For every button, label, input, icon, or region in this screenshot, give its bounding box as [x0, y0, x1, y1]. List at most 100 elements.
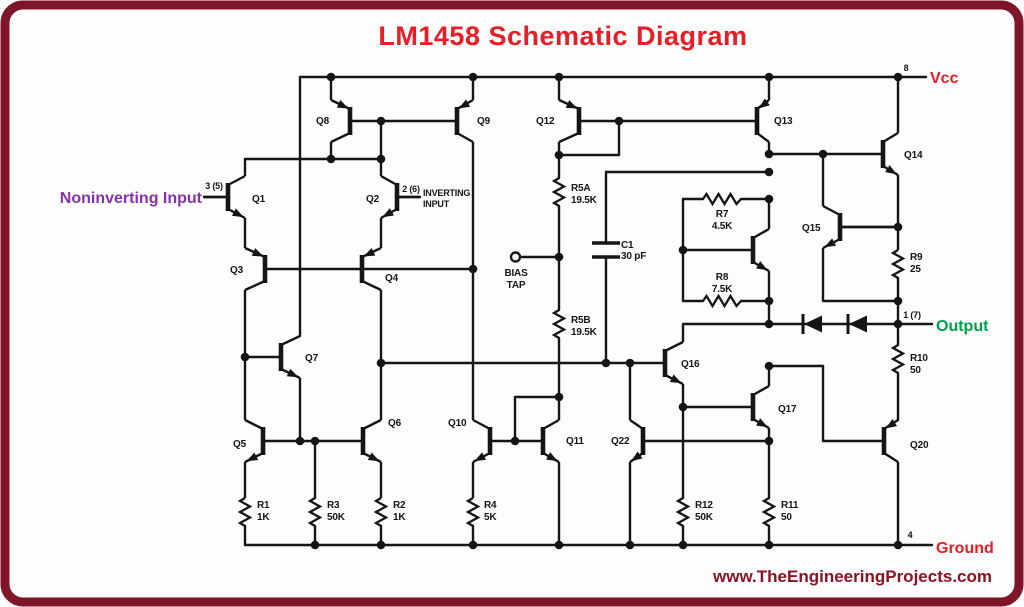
- q13-label: Q13: [774, 116, 793, 127]
- resistor: [702, 191, 742, 207]
- emitter-arrow: [246, 452, 259, 462]
- emitter-arrow: [336, 99, 349, 109]
- r2-name: R2: [393, 500, 406, 511]
- q14-label: Q14: [904, 150, 923, 161]
- emitter-arrow: [474, 452, 487, 462]
- r5b-name: R5B: [571, 315, 590, 326]
- emitter-arrow: [546, 452, 558, 462]
- lead: [542, 418, 560, 431]
- junction-dot: [764, 72, 774, 82]
- q2-label: Q2: [366, 194, 380, 205]
- q12-label: Q12: [536, 116, 555, 127]
- r8-name: R8: [716, 272, 729, 283]
- resistor: [307, 497, 323, 527]
- q8-label: Q8: [316, 116, 330, 127]
- q20-label: Q20: [910, 440, 929, 451]
- r12-name: R12: [695, 500, 713, 511]
- junction-dot: [295, 436, 305, 446]
- emitter-arrow: [382, 208, 394, 218]
- lead: [822, 204, 841, 217]
- junction-dot: [240, 352, 250, 362]
- junction-dot: [554, 252, 564, 262]
- lead: [244, 279, 266, 292]
- emitter-arrow: [367, 452, 380, 462]
- transistor-q18: [750, 199, 771, 301]
- transistor-q13: [754, 77, 771, 154]
- junction-dot: [326, 72, 336, 82]
- r4-name: R4: [484, 500, 497, 511]
- lead: [472, 418, 491, 431]
- junction-dot: [764, 149, 774, 159]
- bias-tap-label-line1: BIAS: [504, 268, 528, 279]
- resistor: [890, 249, 906, 279]
- resistor: [551, 309, 567, 339]
- junction-dot: [764, 436, 774, 446]
- junction-dot: [625, 540, 635, 550]
- junction-dot: [376, 358, 386, 368]
- r11-name: R11: [781, 500, 799, 511]
- junction-dot: [893, 540, 903, 550]
- emitter-arrow: [231, 208, 244, 218]
- lead: [752, 227, 770, 240]
- junction-dot: [468, 540, 478, 550]
- transistor-q14: [880, 77, 900, 250]
- bias-tap-label-line2: TAP: [507, 280, 526, 291]
- lead: [456, 131, 474, 144]
- junction-dot: [310, 436, 320, 446]
- resistor: [465, 497, 481, 527]
- junction-dot: [678, 402, 688, 412]
- lead: [558, 131, 580, 144]
- resistor: [890, 344, 906, 374]
- junction-dot: [893, 319, 903, 329]
- junction-dot: [614, 116, 624, 126]
- watermark: www.TheEngineeringProjects.com: [712, 567, 992, 586]
- junction-dot: [554, 150, 564, 160]
- resistor: [675, 497, 691, 527]
- junction-dot: [764, 167, 774, 177]
- junction-dot: [893, 222, 903, 232]
- emitter-arrow: [824, 238, 837, 248]
- emitter-arrow: [565, 100, 578, 109]
- q6-label: Q6: [388, 418, 402, 429]
- r3-name: R3: [327, 500, 340, 511]
- q7-label: Q7: [305, 353, 319, 364]
- emitter-arrow: [631, 451, 643, 462]
- junction-dot: [893, 296, 903, 306]
- lead: [882, 131, 899, 144]
- lead: [752, 384, 770, 397]
- junction-dot: [625, 358, 635, 368]
- diode: [849, 315, 867, 333]
- r7-value: 4.5K: [712, 221, 733, 232]
- r1-name: R1: [257, 500, 270, 511]
- ground-label: Ground: [936, 540, 994, 557]
- vcc-label: Vcc: [930, 70, 959, 87]
- q4-label: Q4: [385, 273, 399, 284]
- transistor-q1: [204, 159, 247, 241]
- pin-number-4: 4: [908, 530, 913, 540]
- r10-name: R10: [910, 353, 928, 364]
- r7-name: R7: [716, 209, 729, 220]
- bias-tap-terminal: [509, 251, 522, 263]
- lead: [361, 279, 382, 292]
- pin-number-1-7: 1 (7): [903, 310, 921, 320]
- emitter-arrow: [458, 99, 471, 109]
- inverting-input-label-line1: INVERTING: [423, 188, 470, 198]
- emitter-arrow: [286, 368, 299, 378]
- junction-dot: [468, 72, 478, 82]
- junction-dot: [764, 361, 774, 371]
- junction-dot: [554, 72, 564, 82]
- lead: [664, 340, 684, 353]
- junction-dot: [601, 358, 611, 368]
- diode: [804, 315, 822, 333]
- emitter-arrow: [251, 248, 264, 257]
- lead: [362, 418, 382, 431]
- r4-value: 5K: [484, 512, 497, 523]
- junction-dot: [554, 392, 564, 402]
- emitter-arrow: [758, 98, 770, 109]
- junction-dot: [678, 540, 688, 550]
- lead: [380, 174, 398, 187]
- noninverting-input-label: Noninverting Input: [60, 190, 203, 207]
- q22-label: Q22: [611, 436, 630, 447]
- inverting-input-label-line2: INPUT: [423, 199, 450, 209]
